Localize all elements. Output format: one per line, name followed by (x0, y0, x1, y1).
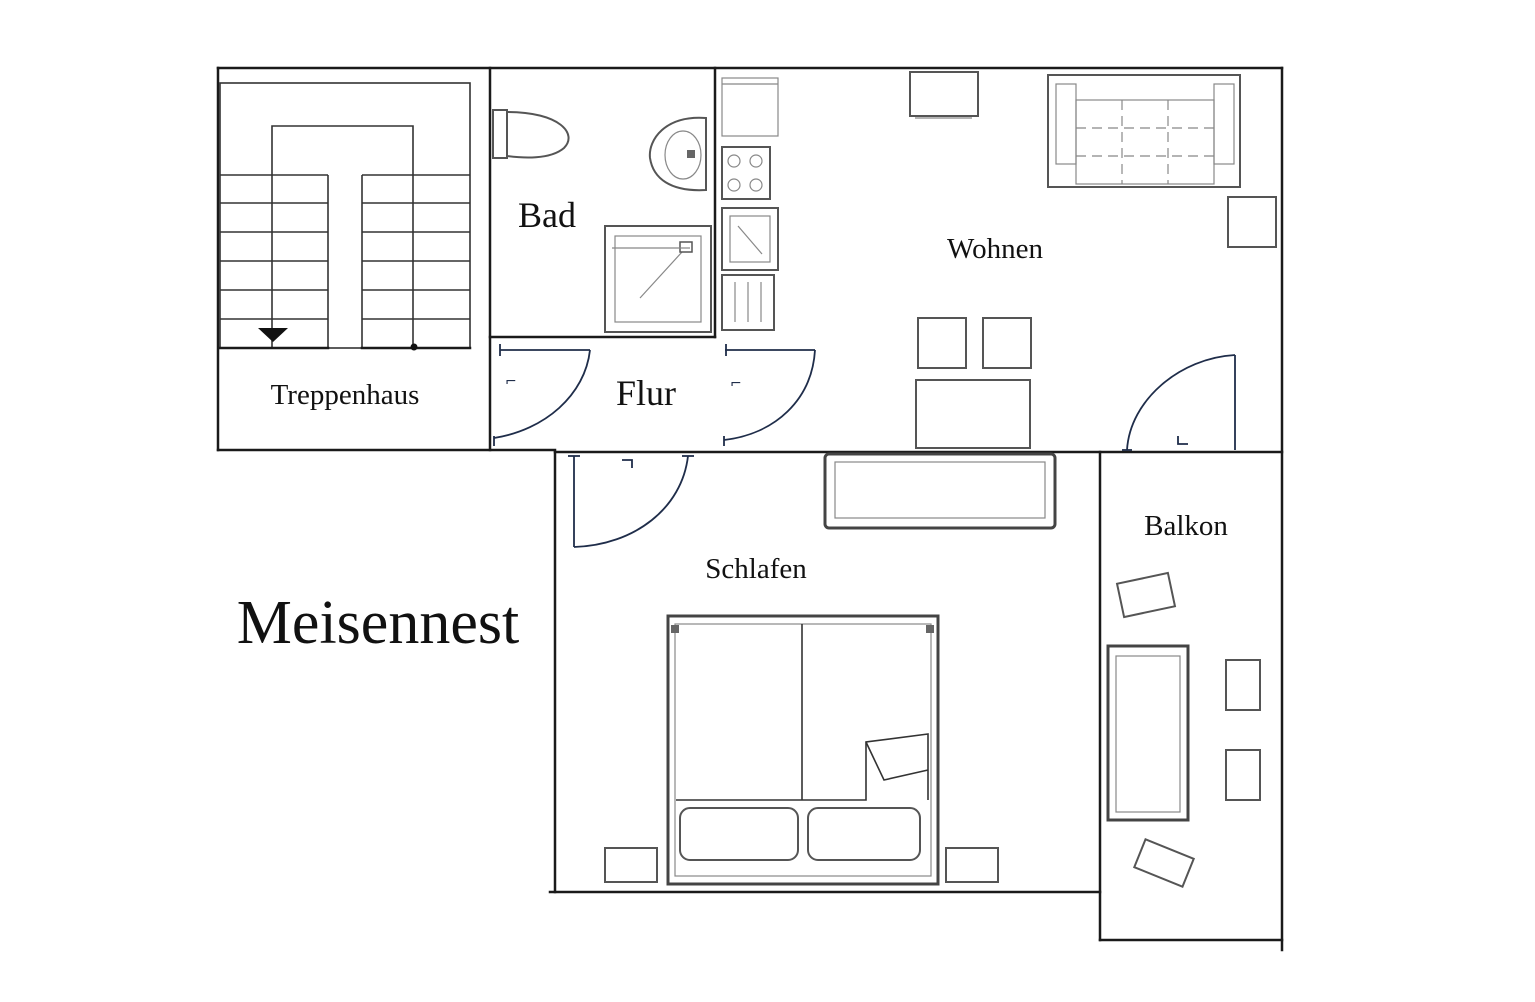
stair-arrow-icon (258, 328, 288, 342)
walls (216, 66, 1284, 952)
room-label-treppenhaus: Treppenhaus (271, 379, 420, 411)
staircase (218, 82, 472, 351)
room-label-schlafen: Schlafen (705, 553, 807, 585)
door-flur-schlafen (568, 455, 694, 548)
balcony-chair (1132, 838, 1196, 888)
balcony-chair (1225, 749, 1261, 801)
balcony-table (1106, 644, 1190, 822)
dishwasher-icon (721, 274, 775, 331)
sink-icon (721, 207, 779, 271)
balcony-chair (1225, 659, 1261, 711)
room-label-balkon: Balkon (1144, 510, 1228, 542)
sofa-icon (1047, 74, 1241, 188)
side-table (1227, 196, 1277, 248)
door-wohnen-balkon (1122, 354, 1236, 451)
toilet-icon (492, 109, 570, 159)
shower-icon (604, 225, 712, 333)
stair-steps-left (218, 174, 330, 350)
plan-title: Meisennest (237, 589, 519, 657)
door-flur-wohnen: ⌐ (723, 344, 816, 446)
kitchen (721, 77, 779, 331)
stove-icon (721, 146, 771, 200)
tv-icon (909, 71, 979, 119)
svg-text:⌐: ⌐ (730, 376, 742, 392)
stair-steps-right (360, 174, 472, 350)
chair (982, 317, 1032, 369)
chair (917, 317, 967, 369)
dining-table (915, 379, 1031, 449)
nightstand (604, 847, 658, 883)
washbasin-icon (648, 116, 707, 192)
room-label-bad: Bad (518, 195, 576, 235)
wardrobe (823, 452, 1057, 530)
nightstand (945, 847, 999, 883)
room-label-flur: Flur (616, 373, 676, 413)
balcony-chair (1115, 571, 1177, 619)
door-treppenhaus-flur: ⌐ (493, 344, 591, 446)
svg-text:⌐: ⌐ (505, 374, 517, 390)
room-label-wohnen: Wohnen (947, 233, 1043, 265)
bed-icon (666, 614, 940, 886)
